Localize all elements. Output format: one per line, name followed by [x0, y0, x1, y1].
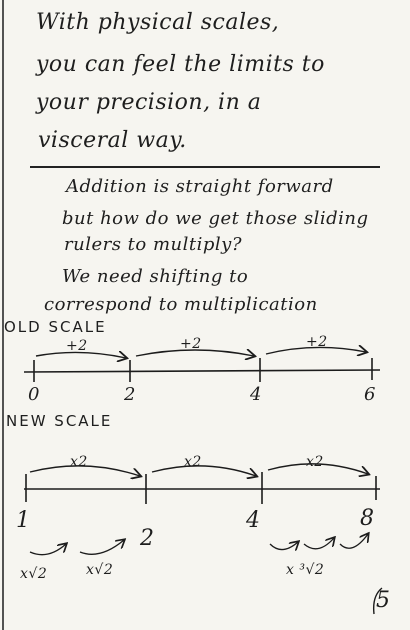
page-edge	[2, 0, 4, 630]
sub-arrow-e	[339, 534, 368, 549]
page-number: 5	[370, 586, 400, 616]
sub-arrow-b	[79, 540, 124, 555]
new-step-label-2: x2	[184, 454, 202, 470]
old-tick-label-4: 4	[250, 384, 262, 405]
para1-line4: visceral way.	[38, 128, 187, 153]
old-scale-line	[23, 369, 381, 373]
old-tick-label-0: 0	[28, 384, 40, 405]
page-number-text: 5	[376, 588, 390, 613]
old-arrow-2	[135, 350, 254, 356]
new-tick-label-2: 2	[140, 526, 155, 551]
para1-line3: your precision, in a	[36, 90, 262, 115]
new-scale-heading: NEW SCALE	[6, 412, 113, 430]
new-arrow-2	[151, 465, 256, 476]
old-arrow-3	[265, 347, 366, 354]
para1-line2: you can feel the limits to	[36, 52, 325, 77]
para2-line2: but how do we get those sliding	[62, 208, 369, 229]
page-number-bracket	[372, 587, 383, 615]
para2-line5: correspond to multiplication	[44, 294, 318, 315]
old-step-label-3: +2	[306, 334, 328, 350]
para1-line1: With physical scales,	[36, 10, 280, 35]
para2-line1: Addition is straight forward	[66, 176, 334, 197]
section-divider	[30, 166, 380, 168]
old-tick-label-6: 6	[364, 384, 376, 405]
para2-line3: rulers to multiply?	[64, 234, 242, 255]
old-arrow-1	[35, 352, 126, 358]
old-step-label-2: +2	[180, 336, 202, 352]
new-tick-label-1: 1	[16, 508, 31, 533]
new-step-label-1: x2	[70, 454, 88, 470]
new-arrow-1	[29, 465, 140, 476]
sub-arrow-a	[29, 544, 66, 556]
old-tick-label-2: 2	[124, 384, 136, 405]
new-arrow-3	[267, 463, 368, 474]
para2-line4: We need shifting to	[62, 266, 249, 287]
sub-label-cbrt2: x ³√2	[286, 562, 325, 578]
sub-arrow-d	[303, 538, 334, 550]
sub-label-sqrt2-b: x√2	[86, 562, 114, 578]
old-scale-heading: OLD SCALE	[4, 318, 107, 336]
sub-label-sqrt2-a: x√2	[20, 566, 48, 582]
new-step-label-3: x2	[306, 454, 324, 470]
new-tick-label-4: 4	[246, 508, 261, 533]
sub-arrow-c	[269, 542, 298, 550]
new-tick-label-8: 8	[360, 506, 375, 531]
old-step-label-1: +2	[66, 338, 88, 354]
